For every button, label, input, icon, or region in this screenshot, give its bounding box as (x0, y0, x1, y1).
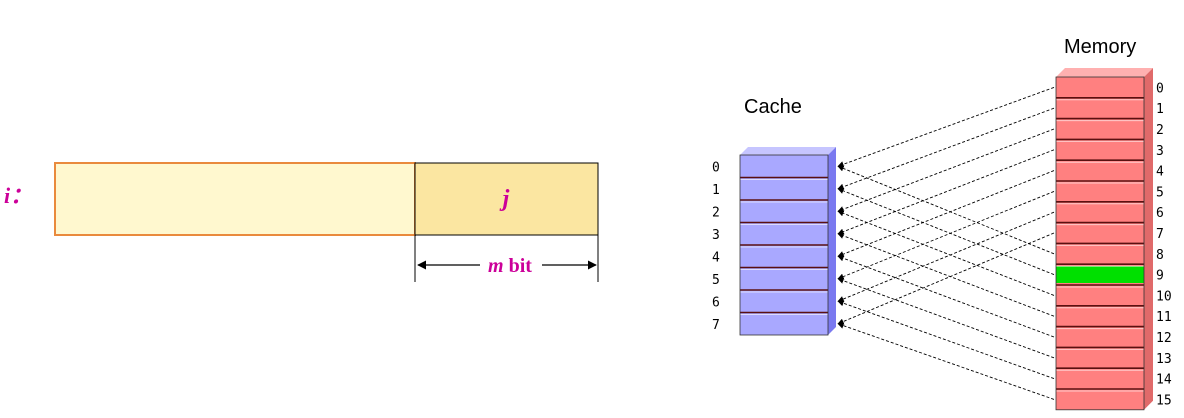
memory-row-label: 12 (1156, 331, 1172, 346)
memory-highlighted-row (1056, 266, 1144, 283)
mapping-arrow (837, 210, 1055, 296)
cache-row-label: 4 (712, 250, 720, 265)
mapping-arrow (837, 149, 1055, 235)
mapping-arrow (837, 170, 1055, 258)
cache-row-label: 1 (712, 183, 720, 198)
mapping-arrow (837, 300, 1055, 380)
width-unit: bit (509, 255, 533, 277)
mapping-arrow (837, 107, 1055, 190)
memory-row-label: 6 (1156, 206, 1164, 221)
cache-side-face (828, 147, 836, 335)
memory-title: Memory (1064, 36, 1136, 58)
address-high-field (54, 162, 416, 236)
mapping-arrow (837, 128, 1055, 213)
memory-block (1055, 68, 1153, 411)
memory-row-label: 5 (1156, 185, 1164, 200)
cache-row-label: 5 (712, 273, 720, 288)
cache-line-numbers: 0 1 2 3 4 5 6 7 (712, 160, 720, 333)
memory-row-label: 2 (1156, 123, 1164, 138)
memory-row-label: 9 (1156, 269, 1164, 284)
memory-row-label: 1 (1156, 102, 1164, 117)
cache-row-label: 3 (712, 228, 720, 243)
memory-outline (1055, 76, 1145, 411)
mapping-arrows (837, 86, 1055, 400)
memory-row-label: 15 (1156, 393, 1172, 408)
mapping-arrow (837, 211, 1055, 303)
cache-title: Cache (744, 96, 802, 118)
width-annotation: m bit (488, 255, 532, 277)
mapping-arrow (837, 232, 1055, 325)
memory-row-label: 10 (1156, 289, 1172, 304)
cache-top-face (740, 147, 836, 155)
cache-block (739, 147, 836, 336)
memory-row-label: 3 (1156, 144, 1164, 159)
memory-top-face (1056, 68, 1153, 77)
mapping-arrow (837, 277, 1055, 359)
mapping-arrow (837, 86, 1055, 168)
cache-outline (739, 154, 829, 336)
memory-row-label: 8 (1156, 248, 1164, 263)
memory-row-label: 7 (1156, 227, 1164, 242)
mapping-arrow (837, 255, 1055, 338)
cache-row-label: 6 (712, 295, 720, 310)
cache-row-label: 2 (712, 205, 720, 220)
address-format: i： j m bit (4, 162, 599, 282)
memory-row-label: 4 (1156, 165, 1164, 180)
memory-row-label: 13 (1156, 352, 1172, 367)
memory-row-label: 14 (1156, 373, 1172, 388)
mapping-arrow (837, 190, 1055, 280)
memory-row-label: 11 (1156, 310, 1172, 325)
cache-row-label: 7 (712, 318, 720, 333)
cache-diagram: Cache 0 1 2 3 4 5 6 7 (712, 96, 836, 336)
mapping-arrow (837, 322, 1055, 400)
width-variable: m (488, 255, 504, 277)
address-j-field (414, 162, 599, 236)
address-prefix-label: i： (4, 183, 32, 208)
mapping-arrow (837, 165, 1055, 255)
cache-row-label: 0 (712, 160, 720, 175)
memory-row-label: 0 (1156, 81, 1164, 96)
address-j-label: j (499, 186, 510, 212)
mapping-arrow (837, 232, 1055, 317)
mapping-arrow (837, 187, 1055, 276)
memory-side-face (1144, 68, 1153, 410)
